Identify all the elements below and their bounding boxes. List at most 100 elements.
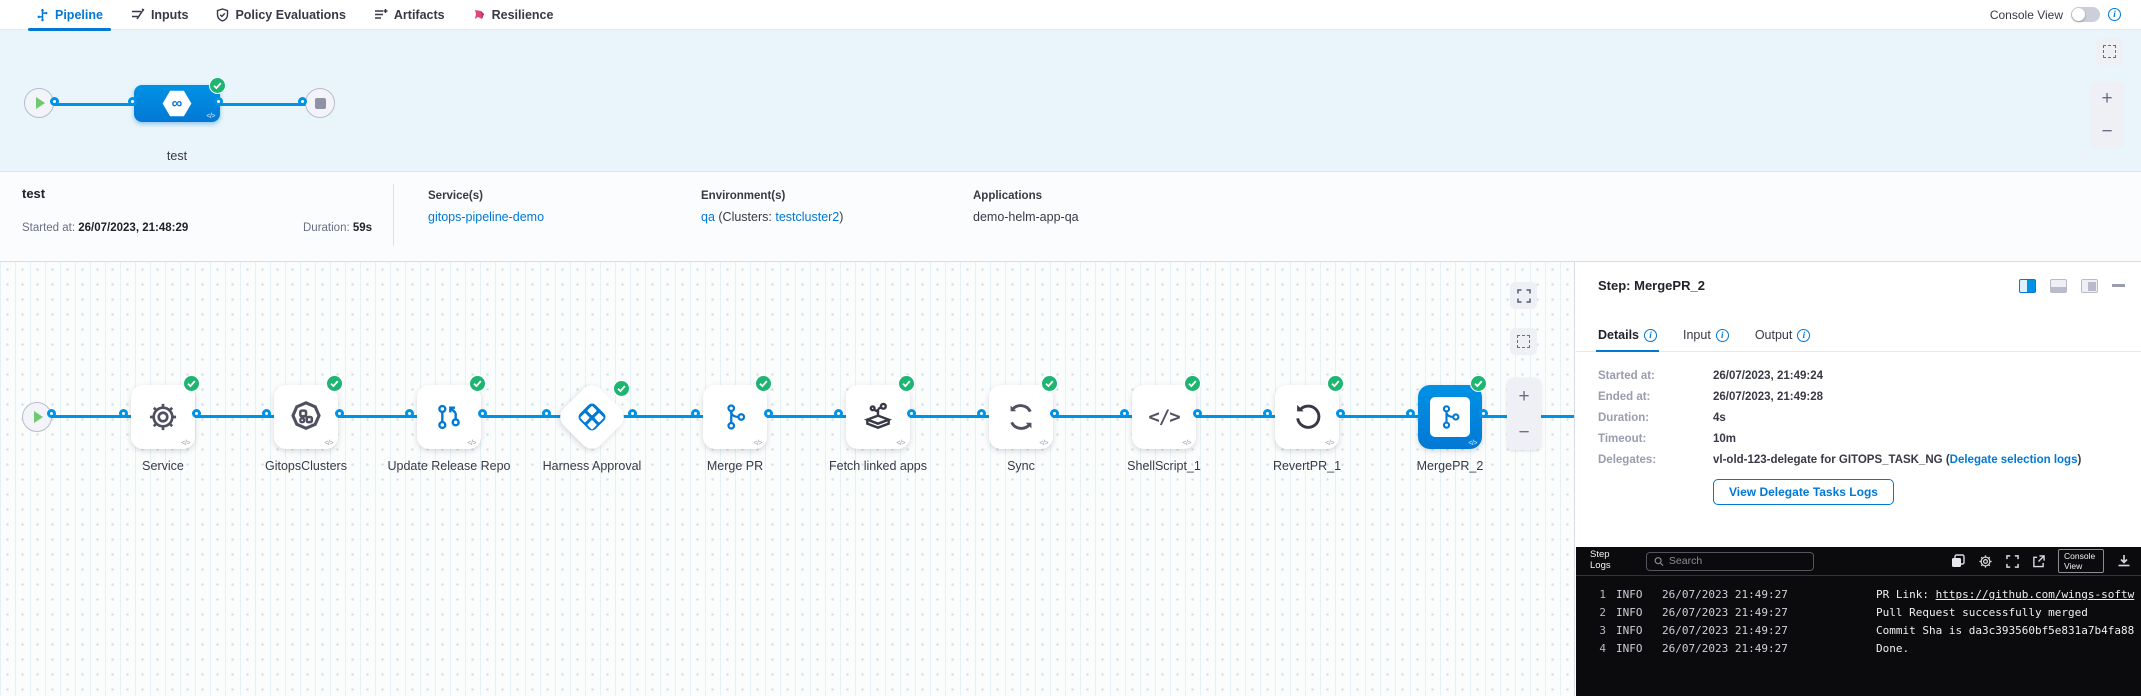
selection-tool-button[interactable]	[1510, 328, 1537, 355]
tab-artifacts[interactable]: Artifacts	[360, 0, 459, 30]
console-view-label: Console View	[1989, 7, 2063, 22]
step-label: Update Release Repo	[387, 459, 511, 473]
step-node-update-release-repo[interactable]: </>	[417, 385, 481, 449]
step-node-mergepr-2-selected[interactable]: </>	[1418, 385, 1482, 449]
fit-to-screen-button[interactable]	[1510, 282, 1537, 309]
console-title: Step Logs	[1590, 549, 1611, 571]
stage-end-node[interactable]	[305, 88, 335, 118]
copy-logs-icon[interactable]	[1951, 554, 1965, 568]
tab-pipeline[interactable]: Pipeline	[22, 0, 117, 31]
console-view-toggle[interactable]	[2071, 7, 2100, 22]
search-icon	[1654, 556, 1664, 566]
log-row: 1 INFO 26/07/2023 21:49:27 PR Link: http…	[1599, 588, 2135, 601]
delegates-label: Delegates:	[1598, 454, 1657, 466]
artifacts-icon	[374, 8, 388, 21]
tab-label: Resilience	[491, 7, 554, 22]
connector-dot	[192, 408, 201, 418]
dashed-select-icon	[1517, 335, 1530, 348]
expand-logs-icon[interactable]	[2006, 554, 2019, 568]
template-icon: </>	[1325, 440, 1334, 447]
toggle-knob	[2072, 8, 2085, 21]
connector-dot	[119, 408, 128, 418]
stage-node-test[interactable]: ∞ </>	[134, 85, 220, 122]
step-label: Fetch linked apps	[829, 459, 927, 473]
connector-dot	[834, 408, 843, 418]
layout-split-right-active-icon[interactable]	[2019, 278, 2036, 293]
step-node-fetch-linked-apps[interactable]: </>	[846, 385, 910, 449]
stage-start-node[interactable]	[24, 88, 54, 118]
layout-dock-right-icon[interactable]	[2081, 278, 2098, 293]
step-node-shellscript-1[interactable]: </> </>	[1132, 385, 1196, 449]
console-view-button[interactable]: Console View	[2058, 548, 2104, 574]
log-settings-gear-icon[interactable]	[1978, 554, 1993, 569]
step-node-gitopsclusters[interactable]: </>	[274, 385, 338, 449]
details-info-icon[interactable]: i	[1644, 328, 1657, 342]
tab-resilience[interactable]: Resilience	[459, 0, 568, 30]
log-lines[interactable]: 1 INFO 26/07/2023 21:49:27 PR Link: http…	[1576, 576, 2141, 658]
zoom-in-button[interactable]: +	[1518, 385, 1530, 407]
success-check-icon	[1041, 375, 1058, 392]
canvas-zoom-control: + −	[1507, 378, 1541, 450]
timeout-value: 10m	[1713, 433, 1737, 445]
step-node-service[interactable]: </>	[131, 385, 195, 449]
tab-inputs[interactable]: Inputs	[117, 0, 203, 30]
step-node-merge-pr[interactable]: </>	[703, 385, 767, 449]
fullscreen-icon	[1516, 288, 1531, 303]
delegates-value: vl-old-123-delegate for GITOPS_TASK_NG (…	[1713, 454, 2082, 466]
log-search[interactable]	[1646, 551, 1814, 571]
applications-value: demo-helm-app-qa	[973, 210, 1079, 224]
pr-link[interactable]: https://github.com/wings-softw	[1935, 588, 2135, 601]
service-link[interactable]: gitops-pipeline-demo	[428, 210, 545, 224]
duration-label: Duration:	[1598, 412, 1650, 424]
connector-dot	[691, 408, 700, 418]
step-label: Harness Approval	[542, 459, 642, 473]
input-info-icon[interactable]: i	[1715, 328, 1729, 342]
search-input[interactable]	[1668, 555, 1806, 567]
step-node-revertpr-1[interactable]: </>	[1275, 385, 1339, 449]
connector-dot	[262, 408, 271, 418]
applications-block: Applications demo-helm-app-qa	[973, 190, 1079, 224]
success-check-icon	[1470, 375, 1487, 392]
log-row: 2 INFO 26/07/2023 21:49:27 Pull Request …	[1599, 606, 2088, 619]
ended-at-value: 26/07/2023, 21:49:28	[1713, 391, 1823, 403]
minimize-panel-icon[interactable]	[2112, 284, 2125, 287]
download-logs-icon[interactable]	[2117, 554, 2131, 568]
layout-dock-bottom-icon[interactable]	[2050, 278, 2067, 293]
zoom-out-button[interactable]: −	[1518, 421, 1530, 443]
output-info-icon[interactable]: i	[1797, 328, 1811, 342]
delegate-selection-logs-link[interactable]: Delegate selection logs	[1949, 454, 2078, 466]
tab-policy-evaluations[interactable]: Policy Evaluations	[202, 0, 359, 30]
applications-label: Applications	[973, 190, 1043, 202]
graph-start-node[interactable]	[22, 402, 52, 432]
cluster-link[interactable]: testcluster2	[775, 210, 840, 224]
sync-icon	[1010, 404, 1032, 430]
step-label: ShellScript_1	[1127, 459, 1201, 473]
stage-zoom-control: + −	[2090, 82, 2124, 148]
fetch-apps-icon	[863, 402, 893, 429]
zoom-out-button[interactable]: −	[2101, 121, 2113, 142]
environment-link[interactable]: qa	[701, 210, 715, 224]
tab-output[interactable]: Output i	[1755, 328, 1811, 351]
selection-tool-button[interactable]	[2096, 38, 2123, 65]
console-view-info-icon[interactable]: i	[2108, 8, 2121, 21]
revert-icon	[1296, 404, 1321, 429]
step-label: RevertPR_1	[1272, 459, 1342, 473]
step-label: Merge PR	[706, 459, 764, 473]
open-in-new-icon[interactable]	[2032, 554, 2045, 568]
step-label: MergePR_2	[1416, 459, 1484, 473]
connector-dot	[1120, 408, 1129, 418]
top-nav: Pipeline Inputs Policy Evaluations Artif…	[0, 0, 2141, 31]
view-delegate-tasks-logs-button[interactable]: View Delegate Tasks Logs	[1713, 479, 1894, 505]
code-icon: </>	[1148, 406, 1180, 428]
step-node-sync[interactable]: </>	[989, 385, 1053, 449]
execution-graph-canvas[interactable]: </> Service </> GitopsClusters </> Updat…	[0, 262, 1575, 696]
connector-dot	[405, 408, 414, 418]
template-icon: </>	[753, 440, 762, 447]
tab-details[interactable]: Details i	[1596, 328, 1659, 352]
gitops-stage-icon: ∞	[162, 90, 192, 117]
tab-input[interactable]: Input i	[1683, 328, 1729, 351]
zoom-in-button[interactable]: +	[2101, 88, 2113, 109]
template-icon: </>	[467, 440, 476, 447]
success-check-icon	[613, 380, 630, 397]
